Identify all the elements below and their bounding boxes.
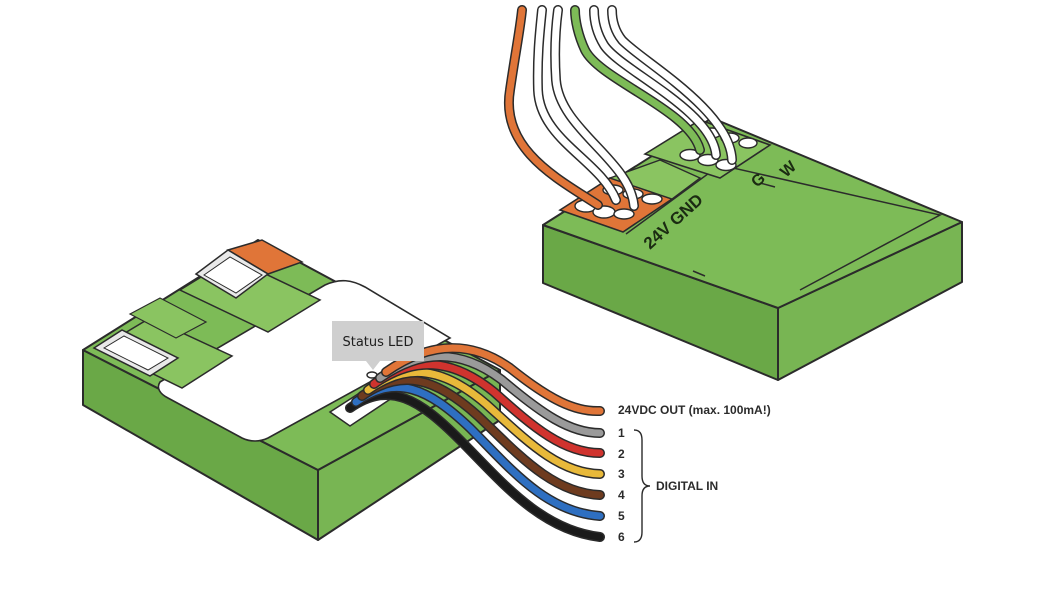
dimmer-module: 24V GND G W	[503, 5, 963, 381]
label-plate	[157, 279, 452, 442]
digital-in-label: DIGITAL IN	[656, 479, 718, 493]
module-wires	[503, 5, 737, 211]
output-labels: 24VDC OUT (max. 100mA!) 1 2 3 4 5 6 DIGI…	[618, 403, 771, 544]
status-led-label: Status LED	[342, 335, 413, 350]
status-led-callout: Status LED	[332, 321, 424, 370]
input-label-1: 1	[618, 426, 625, 440]
top-connector	[194, 239, 304, 299]
input-label-6: 6	[618, 530, 625, 544]
input-label-5: 5	[618, 509, 625, 523]
signal-terminal-block	[643, 119, 772, 179]
input-label-3: 3	[618, 467, 625, 481]
power-output-label: 24VDC OUT (max. 100mA!)	[618, 403, 771, 417]
digital-in-brace	[633, 429, 651, 543]
input-label-2: 2	[618, 447, 625, 461]
side-connector	[92, 297, 208, 377]
input-label-4: 4	[618, 488, 625, 502]
input-module	[82, 239, 501, 541]
